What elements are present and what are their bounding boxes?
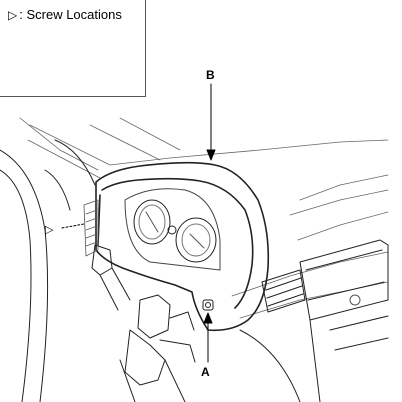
steering-column — [91, 244, 196, 402]
callout-leader-lines — [61, 83, 216, 363]
legend-box: ▷: Screw Locations — [0, 0, 146, 97]
screw-location-a — [202, 299, 214, 311]
legend-label: ▷: Screw Locations — [8, 7, 122, 22]
instrument-gauges — [124, 188, 221, 271]
callout-b-label: B — [206, 68, 215, 82]
dashboard-background-lines — [19, 117, 389, 319]
screw-location-marker-icon: ▷ — [45, 224, 54, 236]
legend-text: : Screw Locations — [19, 7, 122, 22]
cluster-fascia-panel — [95, 161, 270, 332]
center-console — [239, 239, 389, 402]
callout-a-label: A — [201, 365, 210, 379]
screw-marker-icon: ▷ — [8, 8, 18, 22]
left-air-vent — [83, 199, 99, 257]
steering-wheel — [0, 139, 96, 402]
